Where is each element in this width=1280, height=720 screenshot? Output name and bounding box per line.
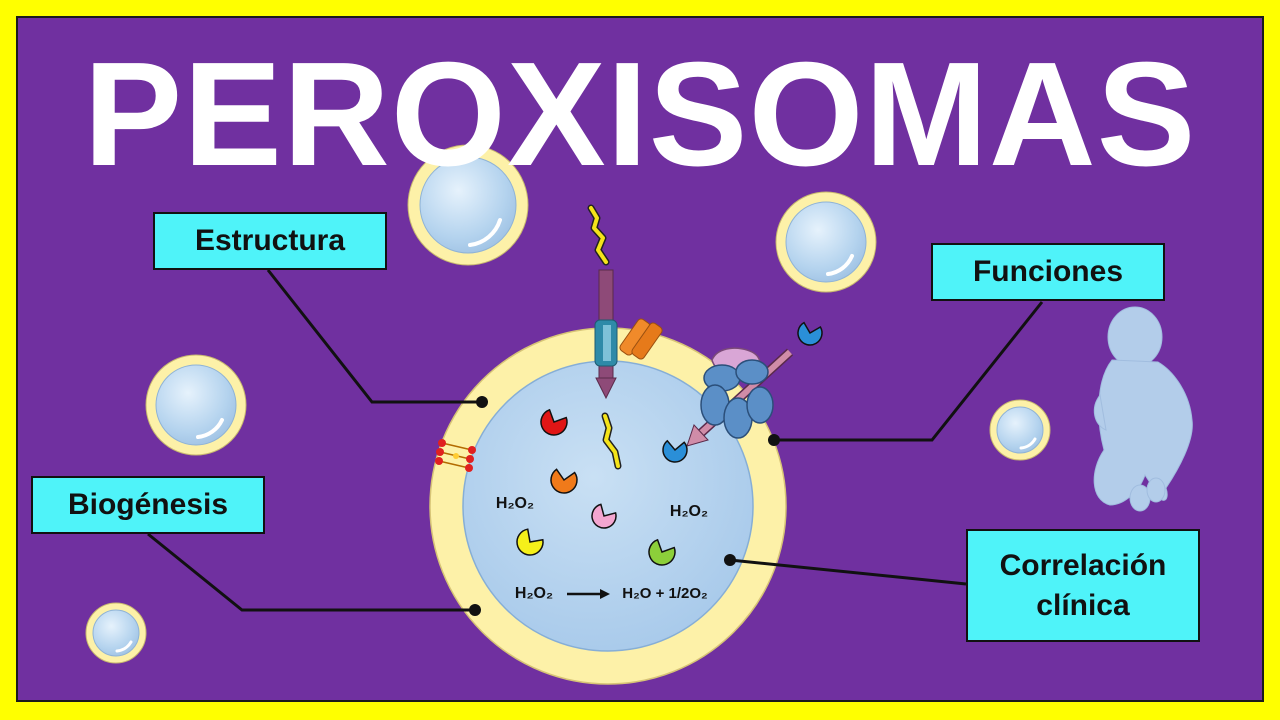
enzyme-blue-inside-icon xyxy=(662,439,688,463)
label-correlacion-line2: clínica xyxy=(1036,588,1130,622)
fatty-acid-inside-inner xyxy=(603,414,620,468)
vesicle-top-left xyxy=(407,144,529,266)
peroxisome xyxy=(429,327,787,685)
h2o2-label-right: H₂O₂ xyxy=(670,503,708,520)
enzyme-red-icon xyxy=(540,408,568,436)
baby-silhouette xyxy=(1093,306,1193,512)
label-estructura-text: Estructura xyxy=(194,224,346,257)
fatty-acid-outside-inner xyxy=(589,206,608,264)
label-biogenesis-text: Biogénesis xyxy=(67,488,229,521)
label-estructura[interactable]: Estructura xyxy=(153,212,387,270)
connector-lines xyxy=(147,269,1044,612)
enzyme-yellow-icon xyxy=(516,528,544,556)
enzyme-green-icon xyxy=(648,538,676,566)
h2o2-label-left: H₂O₂ xyxy=(496,495,534,512)
receptor-orange-icon xyxy=(619,318,663,360)
connector-funciones xyxy=(774,301,1044,442)
membrane-channel-icon xyxy=(594,319,618,367)
enzyme-orange-icon xyxy=(550,468,578,494)
page-title: PEROXISOMAS xyxy=(83,32,1197,197)
connector-biogenesis xyxy=(147,532,475,612)
vesicle-bottom-left xyxy=(85,602,147,664)
label-funciones-text: Funciones xyxy=(972,255,1123,288)
connector-dots xyxy=(469,396,780,616)
reaction-reactant: H₂O₂ xyxy=(515,585,553,602)
pex-complex-icon xyxy=(700,359,774,439)
label-correlacion-clinica[interactable]: Correlación clínica xyxy=(966,529,1200,642)
connector-correlacion xyxy=(729,558,967,586)
lipid-bilayer-icon xyxy=(435,439,476,472)
vesicle-left xyxy=(145,354,247,456)
vesicle-right xyxy=(989,399,1051,461)
reaction-products: H₂O + 1/2O₂ xyxy=(622,585,707,602)
vesicle-top-right xyxy=(775,191,877,293)
enzyme-blue-outside-icon xyxy=(797,321,823,346)
label-correlacion-line1: Correlación xyxy=(999,548,1167,582)
reaction-arrow-icon xyxy=(567,589,610,599)
label-biogenesis[interactable]: Biogénesis xyxy=(31,476,265,534)
connector-estructura xyxy=(266,269,482,404)
label-funciones[interactable]: Funciones xyxy=(931,243,1165,301)
enzyme-pink-icon xyxy=(591,503,617,529)
